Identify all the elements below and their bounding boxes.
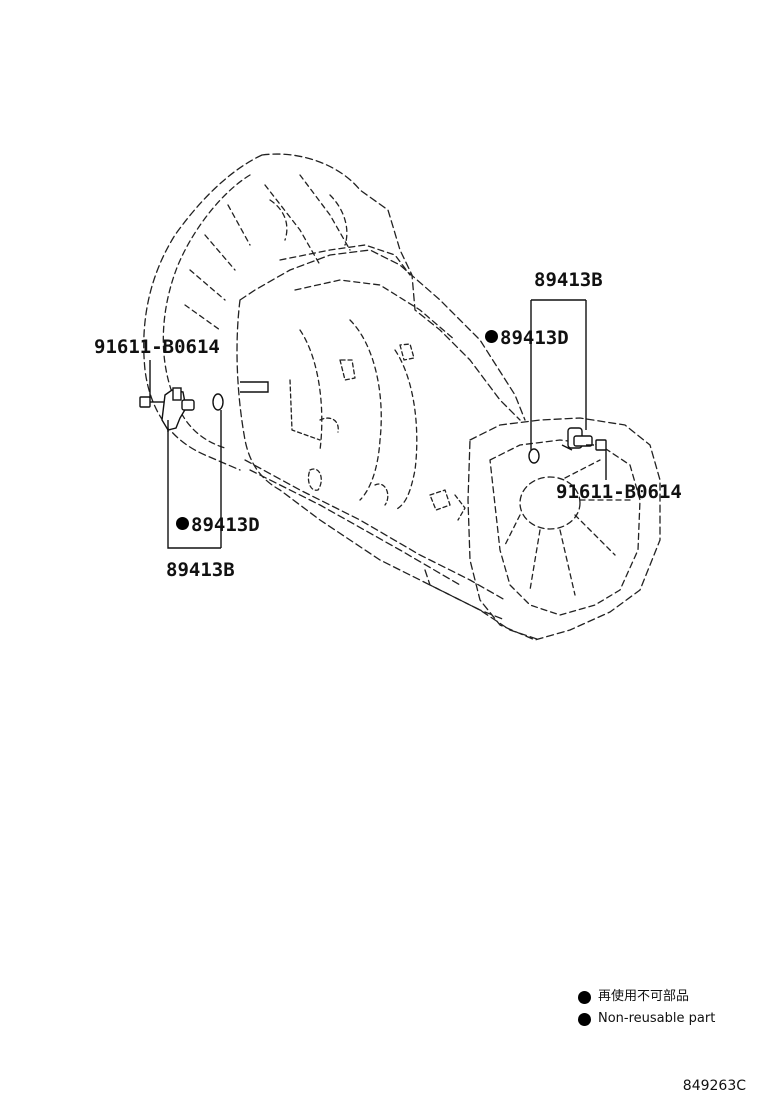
callout-bolt-right: 91611-B0614 (556, 481, 682, 503)
callout-bolt-left: 91611-B0614 (94, 336, 220, 358)
main-case-outline (236, 249, 541, 641)
callout-o-ring-left: 89413D (176, 516, 260, 535)
non-reusable-marker-icon (578, 990, 591, 1004)
case-bosses (289, 343, 466, 521)
legend: 再使用不可部品 Non-reusable part (578, 986, 715, 1030)
left-bolt (139, 396, 164, 408)
callout-o-ring-right: 89413D (485, 329, 569, 348)
leader-right-bracket (530, 299, 587, 450)
extension-ribs (504, 459, 631, 596)
right-speed-sensor (561, 427, 593, 451)
main-case-bottom (244, 459, 506, 601)
left-speed-sensor (161, 387, 195, 432)
pan-outline (424, 569, 506, 621)
illustration-id: 849263C (682, 1078, 746, 1094)
extension-housing-outline (467, 417, 661, 641)
non-reusable-marker-icon (578, 1012, 591, 1026)
non-reusable-marker-icon (485, 330, 498, 343)
left-case-port (240, 381, 269, 393)
callout-sensor-left: 89413B (166, 559, 235, 581)
legend-label-jp: 再使用不可部品 (598, 989, 690, 1004)
legend-row-en: Non-reusable part (578, 1008, 715, 1030)
output-shaft-opening (519, 476, 581, 530)
right-bolt (586, 439, 607, 451)
callout-sensor-right: 89413B (534, 269, 603, 291)
legend-row-jp: 再使用不可部品 (578, 986, 715, 1008)
right-o-ring (528, 448, 540, 464)
case-top-ridge (279, 244, 456, 341)
case-center-shading (299, 319, 418, 511)
extension-face (489, 439, 641, 616)
legend-label-en: Non-reusable part (598, 1011, 716, 1026)
housing-ribs (184, 174, 351, 331)
bell-housing-inner (162, 174, 251, 449)
bell-housing-outline (143, 153, 521, 471)
non-reusable-marker-icon (176, 517, 189, 530)
left-o-ring (212, 393, 224, 411)
leader-left-sensor (167, 428, 221, 549)
